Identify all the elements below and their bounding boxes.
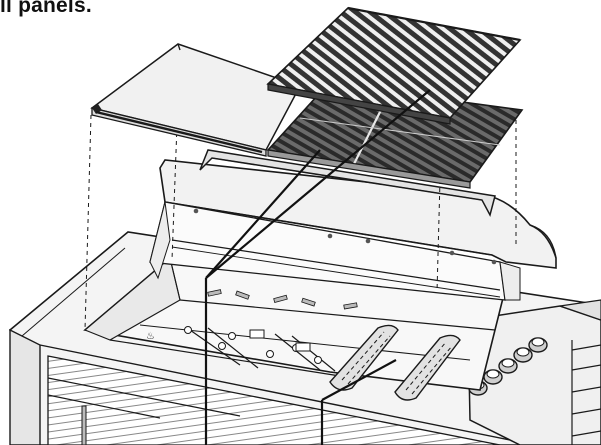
control-knob[interactable] xyxy=(513,347,533,363)
svg-text:♨: ♨ xyxy=(146,331,155,342)
control-knob[interactable] xyxy=(528,337,548,353)
control-knob[interactable] xyxy=(498,358,518,374)
hood xyxy=(149,149,557,301)
burners xyxy=(329,324,461,401)
page-title: ll panels. xyxy=(0,0,92,17)
burner xyxy=(329,324,399,391)
leader-lines xyxy=(204,89,431,445)
cabinet xyxy=(47,355,501,445)
burner xyxy=(394,334,461,401)
warming-plate xyxy=(90,43,302,157)
hood-handle[interactable] xyxy=(199,149,496,218)
firebox: ♨ xyxy=(83,256,507,391)
guide-lines xyxy=(84,112,517,331)
control-knob[interactable] xyxy=(483,369,503,385)
upper-cooking-grate xyxy=(266,6,522,125)
heat-shields xyxy=(207,289,358,310)
